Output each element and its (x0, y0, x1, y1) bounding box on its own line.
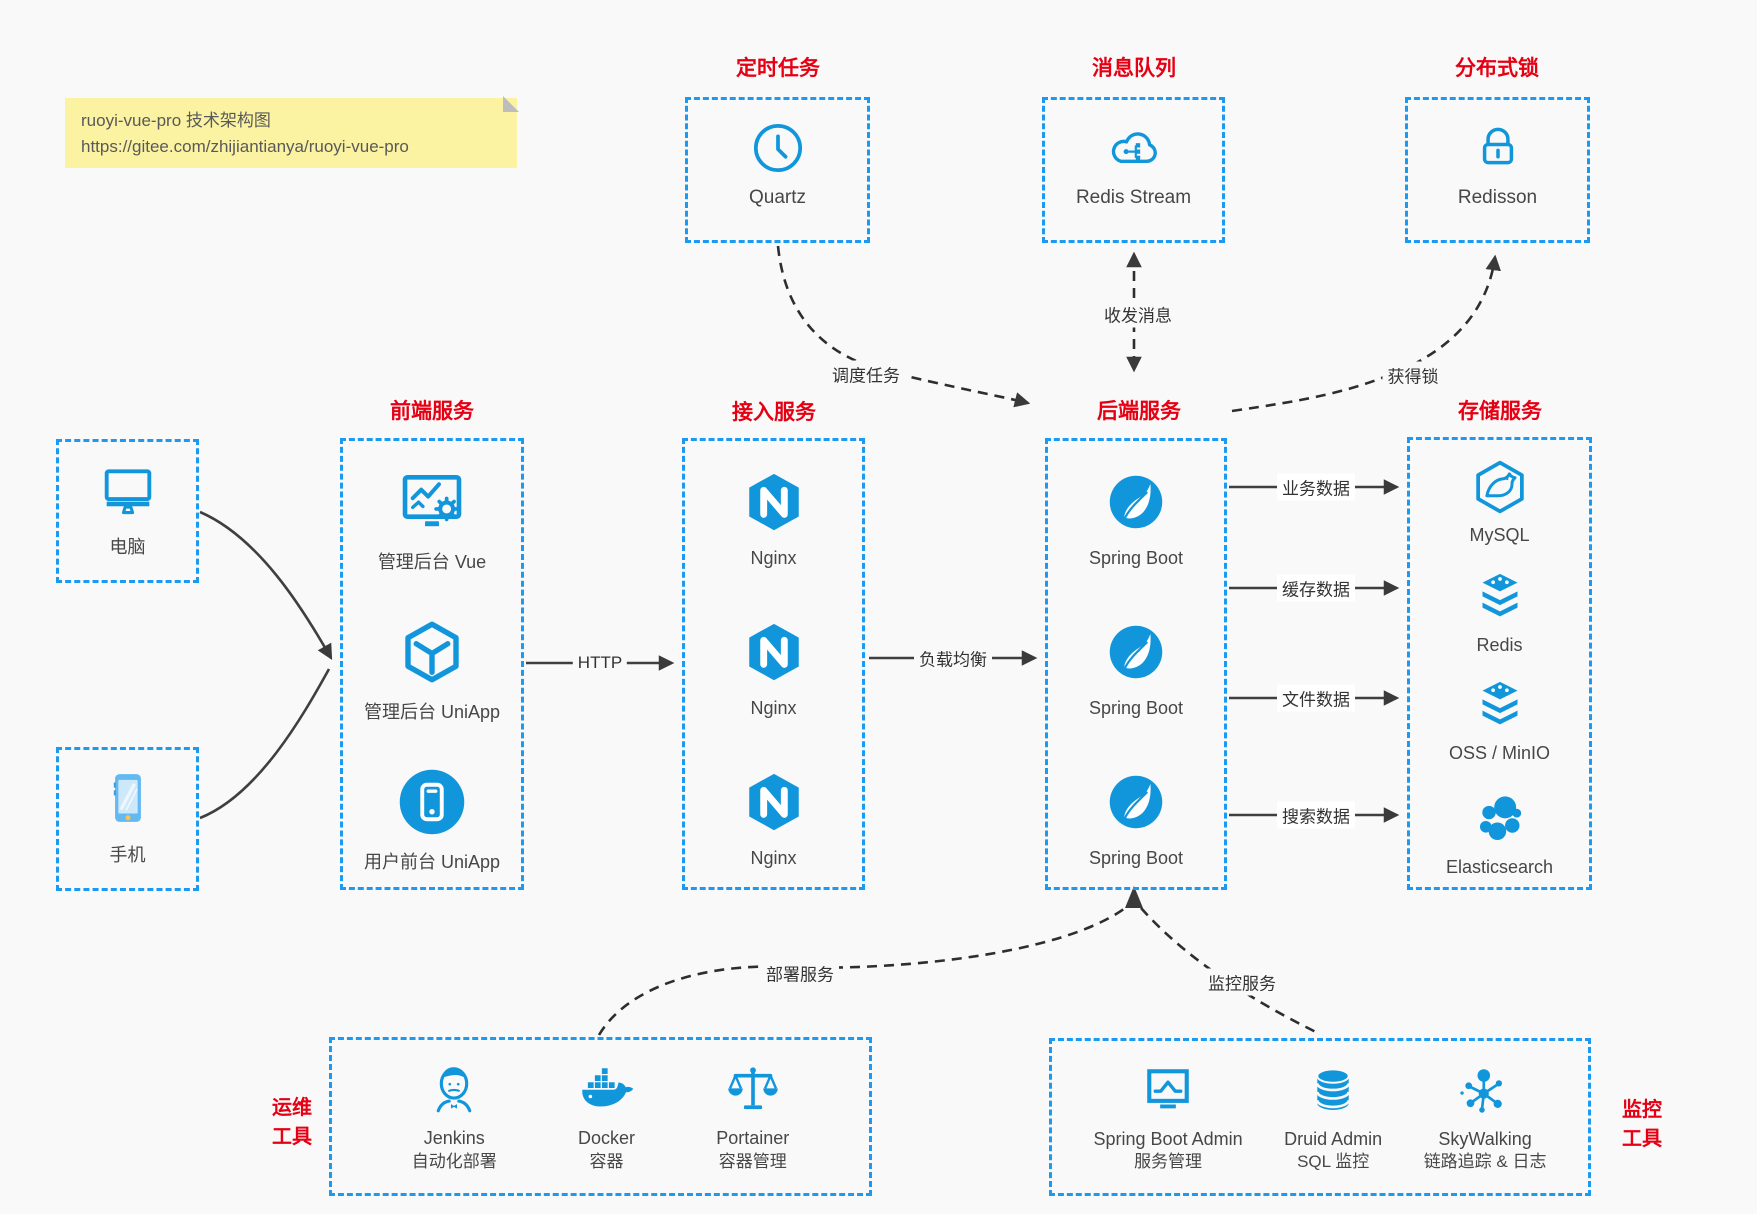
node-nginx-1: Nginx (685, 463, 862, 569)
docker-whale-icon (576, 1059, 636, 1119)
title-backend: 后端服务 (1097, 400, 1181, 423)
box-monitor-tools: Spring Boot Admin 服务管理 Druid Admin SQL 监… (1049, 1038, 1591, 1196)
uniapp-cube-icon (396, 613, 468, 691)
note-title: ruoyi-vue-pro 技术架构图 (81, 111, 271, 130)
title-monitor-tools: 监控 工具 (1622, 1099, 1662, 1150)
title-distributed-lock: 分布式锁 (1455, 57, 1539, 80)
stacked-layers-icon (1470, 566, 1530, 628)
spring-leaf-icon (1106, 763, 1166, 841)
edge-label-file-data: 文件数据 (1277, 684, 1355, 712)
node-springboot-3: Spring Boot (1048, 763, 1224, 869)
spring-leaf-icon (1106, 613, 1166, 691)
molecule-network-icon (1456, 1060, 1514, 1120)
node-elasticsearch: Elasticsearch (1410, 788, 1589, 878)
box-ops-tools: Jenkins 自动化部署 Docker 容器 Portainer 容器管理 (329, 1037, 872, 1196)
node-admin-uniapp: 管理后台 UniApp (343, 613, 521, 724)
box-backend: Spring Boot Spring Boot Spring Boot (1045, 438, 1227, 890)
edge-label-http: HTTP (572, 652, 628, 674)
node-spring-boot-admin: Spring Boot Admin 服务管理 (1094, 1060, 1243, 1174)
node-nginx-2: Nginx (685, 613, 862, 719)
node-docker: Docker 容器 (576, 1059, 636, 1173)
node-user-uniapp: 用户前台 UniApp (343, 763, 521, 874)
note-url: https://gitee.com/zhijiantianya/ruoyi-vu… (81, 137, 409, 157)
title-scheduled-tasks: 定时任务 (736, 57, 820, 80)
edge-label-get-lock: 获得锁 (1382, 361, 1444, 389)
box-frontend: 管理后台 Vue 管理后台 UniApp 用户前台 UniApp (340, 438, 524, 890)
mysql-dolphin-icon (1470, 456, 1530, 518)
jenkins-butler-icon (425, 1059, 483, 1119)
clock-icon (750, 116, 806, 180)
arrow-pc-to-frontend (199, 510, 333, 661)
node-redis: Redis (1410, 566, 1589, 656)
edge-label-monitor-service: 监控服务 (1203, 968, 1281, 996)
node-springboot-2: Spring Boot (1048, 613, 1224, 719)
node-redisson: Redisson (1408, 116, 1587, 209)
arrow-phone-to-frontend (199, 668, 331, 820)
box-mobile-client: 手机 (56, 747, 199, 891)
monitor-pulse-icon (1139, 1060, 1197, 1120)
node-pc: 电脑 (59, 454, 196, 559)
edge-label-send-receive-msg: 收发消息 (1099, 300, 1177, 328)
node-nginx-3: Nginx (685, 763, 862, 869)
node-springboot-1: Spring Boot (1048, 463, 1224, 569)
arrow-deploy-service (597, 904, 1129, 1036)
box-storage: MySQL Redis OSS / MinIO Elasticsearch (1407, 437, 1592, 890)
node-portainer: Portainer 容器管理 (716, 1059, 789, 1173)
smartphone-icon (97, 762, 159, 834)
admin-screen-gear-icon (395, 463, 469, 541)
nginx-hexagon-icon (741, 613, 807, 691)
cloud-network-icon (1105, 116, 1163, 180)
node-redis-stream: Redis Stream (1045, 116, 1222, 209)
scales-icon (724, 1059, 782, 1119)
edge-label-deploy-service: 部署服务 (761, 959, 839, 987)
uniapp-phone-circle-icon (396, 763, 468, 841)
node-jenkins: Jenkins 自动化部署 (412, 1059, 497, 1173)
desktop-icon (97, 454, 159, 526)
box-quartz: Quartz (685, 97, 870, 243)
edge-label-load-balance: 负载均衡 (914, 644, 992, 672)
node-mobile: 手机 (59, 762, 196, 867)
title-ops-tools: 运维 工具 (272, 1097, 312, 1148)
node-skywalking: SkyWalking 链路追踪 & 日志 (1424, 1060, 1546, 1174)
node-oss-minio: OSS / MinIO (1410, 674, 1589, 764)
box-redis-stream: Redis Stream (1042, 97, 1225, 243)
edge-label-schedule-task: 调度任务 (827, 360, 905, 388)
node-quartz: Quartz (688, 116, 867, 209)
title-frontend: 前端服务 (390, 400, 474, 423)
spring-leaf-icon (1106, 463, 1166, 541)
database-cylinder-icon (1304, 1060, 1362, 1120)
box-pc-client: 电脑 (56, 439, 199, 583)
sticky-note: ruoyi-vue-pro 技术架构图 https://gitee.com/zh… (65, 96, 519, 168)
elasticsearch-cluster-icon (1469, 788, 1531, 850)
title-storage: 存储服务 (1458, 400, 1542, 423)
title-access: 接入服务 (732, 401, 816, 424)
box-redisson: Redisson (1405, 97, 1590, 243)
arrow-get-lock (1231, 254, 1501, 413)
lock-icon (1470, 116, 1526, 180)
node-mysql: MySQL (1410, 456, 1589, 546)
node-admin-vue: 管理后台 Vue (343, 463, 521, 574)
edge-label-search-data: 搜索数据 (1277, 801, 1355, 829)
title-message-queue: 消息队列 (1092, 57, 1176, 80)
edge-label-biz-data: 业务数据 (1277, 473, 1355, 501)
box-access: Nginx Nginx Nginx (682, 438, 865, 890)
stacked-layers-icon (1470, 674, 1530, 736)
edge-label-cache-data: 缓存数据 (1277, 574, 1355, 602)
nginx-hexagon-icon (741, 463, 807, 541)
nginx-hexagon-icon (741, 763, 807, 841)
node-druid-admin: Druid Admin SQL 监控 (1284, 1060, 1382, 1174)
